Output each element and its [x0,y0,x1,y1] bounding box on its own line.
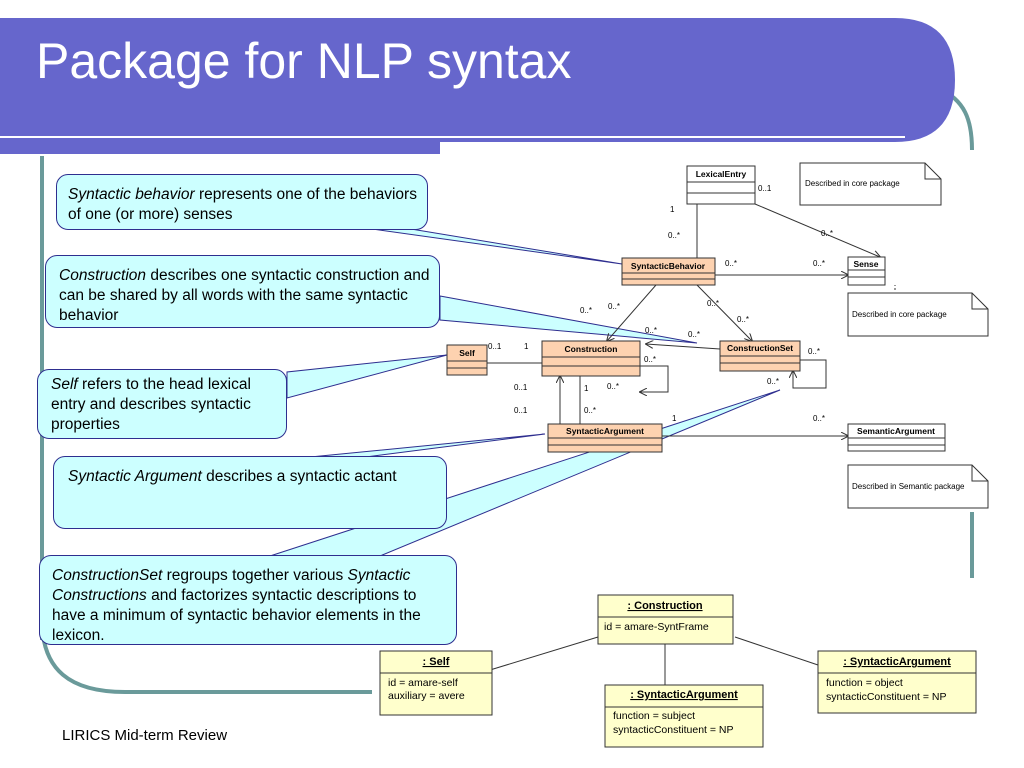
class-label: LexicalEntry [696,169,747,179]
class-label: SyntacticArgument [566,426,644,436]
class-construction: Construction [541,340,641,377]
link-instance-construction-object [734,636,819,666]
instance-construction: : Construction id = amare-SyntFrame [597,594,734,645]
instance-title: : SyntacticArgument [630,689,738,701]
multiplicity: 1 [524,342,529,351]
multiplicity: 0..* [767,377,779,386]
callout-text: refers to the head lexical entry and des… [51,376,251,433]
callout-syntactic-argument: Syntactic Argument describes a syntactic… [53,456,447,529]
instance-title: : Construction [627,600,702,612]
instance-title: : Self [423,656,450,668]
assoc-constructionset-self-loop [793,359,827,389]
callout-text: represents one of the behaviors of one (… [68,186,417,223]
instance-syntacticargument-subject: : SyntacticArgument function = subject s… [604,684,764,748]
pointer-construction [439,295,698,344]
assoc-construction-self-loop [640,365,669,392]
multiplicity: 0..* [668,231,680,240]
uml-connectors [487,203,896,685]
multiplicity: 1 [584,384,589,393]
note-text: Described in Semantic package [852,482,965,491]
multiplicity-labels: 0..1 1 0..* 0..* 0..* 0..* 0..* 0..* 0..… [488,184,833,423]
callout-term: ConstructionSet [52,567,163,584]
class-label: Construction [565,344,618,354]
multiplicity: 0..1 [514,406,528,415]
multiplicity: 0..* [813,259,825,268]
multiplicity: 0..* [821,229,833,238]
callout-text: and factorizes syntactic descriptions to… [52,587,421,644]
multiplicity: 0..1 [488,342,502,351]
callout-construction: Construction describes one syntactic con… [45,255,440,328]
multiplicity: 0..* [584,406,596,415]
note-core-package-1: Described in core package [799,162,942,206]
class-label: Sense [853,259,878,269]
slide-title: Package for NLP syntax [36,33,572,89]
multiplicity: 1 [670,205,675,214]
pointer-syntactic-argument [299,433,546,459]
multiplicity: 1 [672,414,677,423]
callout-term: Syntactic Constructions [52,567,411,604]
class-label: SemanticArgument [857,426,935,436]
instance-syntacticargument-object: : SyntacticArgument function = object sy… [817,650,977,714]
class-label: SyntacticBehavior [631,261,706,271]
class-syntacticbehavior: SyntacticBehavior [621,257,716,286]
callout-term: Syntactic behavior [68,186,195,203]
multiplicity: 0..* [608,302,620,311]
instance-title: : SyntacticArgument [843,656,951,668]
class-lexicalentry: LexicalEntry [686,165,756,205]
multiplicity: 0..* [688,330,700,339]
assoc-lexicalentry-sense [754,203,880,257]
multiplicity: 0..1 [514,383,528,392]
multiplicity: 0..* [607,382,619,391]
class-semanticargument: SemanticArgument [847,423,946,452]
title-bottom-band [0,142,440,154]
instance-self: : Self id = amare-self auxiliary = avere [379,650,493,716]
multiplicity: 0..* [725,259,737,268]
instance-attr: syntacticConstituent = NP [613,724,734,736]
instance-attr: auxiliary = avere [388,690,465,702]
note-semantic-package: Described in Semantic package [847,464,989,509]
callout-text: describes one syntactic construction and… [59,267,430,324]
link-instance-construction-self [489,636,599,671]
pointer-self [286,354,448,399]
note-text: Described in core package [852,310,947,319]
multiplicity: 0..1 [758,184,772,193]
callout-text: describes a syntactic actant [201,468,397,485]
title-banner [0,18,955,142]
callout-term: Syntactic Argument [68,468,202,485]
class-sense: Sense [847,256,886,286]
class-self: Self [446,344,488,376]
multiplicity: 0..* [645,326,657,335]
assoc-constructionset-construction [646,344,721,350]
instance-attr: id = amare-self [388,677,458,689]
multiplicity: 0..* [580,306,592,315]
instance-attr: function = subject [613,710,695,722]
assoc-syntacticbehavior-construction [607,284,657,341]
multiplicity: 0..* [644,355,656,364]
instance-attr: function = object [826,677,903,689]
callout-self: Self refers to the head lexical entry an… [37,369,287,439]
note-core-package-2: Described in core package [847,292,989,337]
class-syntacticargument: SyntacticArgument [547,423,663,453]
callout-term: Self [51,376,78,393]
note-text: Described in core package [805,179,900,188]
class-label: ConstructionSet [727,343,793,353]
callout-text: regroups together various [162,567,348,584]
class-constructionset: ConstructionSet [719,340,801,372]
multiplicity: 0..* [707,299,719,308]
slide-footer: LIRICS Mid-term Review [62,727,228,744]
class-label: Self [459,348,475,358]
multiplicity: 0..* [813,414,825,423]
instance-attr: syntacticConstituent = NP [826,691,947,703]
instance-attr: id = amare-SyntFrame [604,621,709,633]
callout-syntactic-behavior: Syntactic behavior represents one of the… [56,174,428,230]
callout-construction-set: ConstructionSet regroups together variou… [39,555,457,645]
assoc-syntacticbehavior-constructionset [696,284,752,341]
callout-term: Construction [59,267,147,284]
multiplicity: 0..* [808,347,820,356]
multiplicity: 0..* [737,315,749,324]
